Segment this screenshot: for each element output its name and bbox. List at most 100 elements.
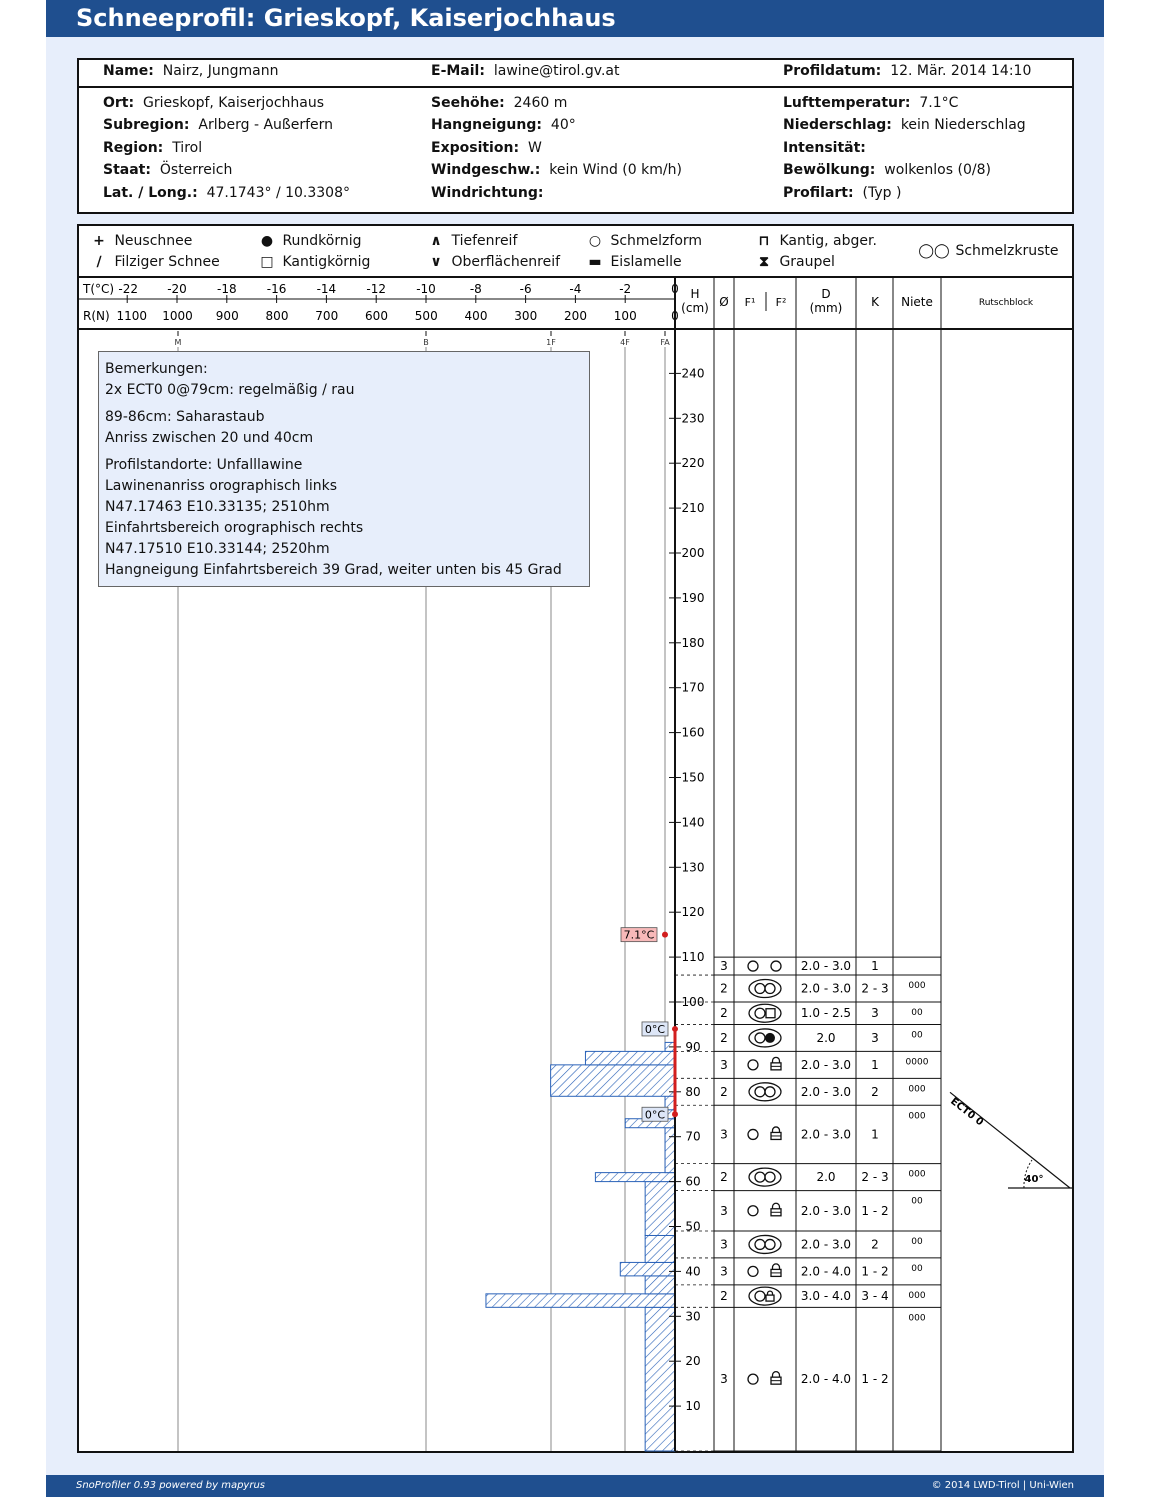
hardness-label: FA [660, 338, 670, 347]
exposition-row: Exposition: W [431, 140, 542, 156]
lock-grain-shackle [771, 1202, 781, 1209]
layer-diameter: 3 [720, 1264, 728, 1278]
layer-grain-size: 2.0 - 3.0 [801, 1058, 851, 1072]
rutschblock-angle-arc [1023, 1159, 1033, 1189]
layer-grain-size: 2.0 - 3.0 [801, 982, 851, 996]
bar-icon: ▬ [588, 254, 602, 270]
ram-tick-label: 400 [465, 309, 488, 323]
lock-grain-shackle [771, 1263, 781, 1270]
temp-point-dot [672, 1111, 678, 1118]
header-divider [79, 86, 1072, 88]
ort-label: Ort: [103, 95, 135, 111]
melt-crust-filled-circle [765, 1032, 775, 1043]
height-tick-label: 150 [682, 771, 705, 785]
layer-niete: 000 [908, 1084, 925, 1094]
height-tick-label: 50 [685, 1220, 700, 1234]
ram-profile-segment [485, 1293, 676, 1308]
height-tick-label: 140 [682, 815, 705, 829]
seehoehe-row: Seehöhe: 2460 m [431, 95, 567, 111]
remarks-panel: Bemerkungen: 2x ECT0 0@79cm: regelmäßig … [98, 351, 590, 587]
layer-grain-size: 2.0 - 4.0 [801, 1264, 851, 1278]
height-tick-label: 40 [685, 1264, 700, 1278]
circle-grain-icon [747, 1373, 759, 1385]
double-circle-icon: ◯◯ [918, 243, 950, 259]
height-tick-label: 220 [682, 456, 705, 470]
layer-diameter: 2 [720, 1006, 728, 1020]
layer-hardness: 3 - 4 [861, 1289, 888, 1303]
subregion-row: Subregion: Arlberg - Außerfern [103, 117, 333, 133]
height-tick-label: 30 [685, 1309, 700, 1323]
melt-crust-right-circle [764, 1171, 776, 1183]
layer-grain-size: 2.0 - 3.0 [801, 1127, 851, 1141]
legend-eislamelle-label: Eislamelle [610, 254, 682, 270]
height-tick-label: 180 [682, 636, 705, 650]
hangneigung-row: Hangneigung: 40° [431, 117, 576, 133]
temp-tick-label: -8 [470, 282, 482, 296]
lufttemp-row: Lufttemperatur: 7.1°C [783, 95, 958, 111]
hardness-label: B [423, 338, 429, 347]
ram-profile-segment [550, 1064, 676, 1097]
legend-oberflaechenreif-label: Oberflächenreif [451, 254, 561, 270]
layer-hardness: 1 - 2 [861, 1264, 888, 1278]
layer-grain-size: 2.0 [816, 1170, 835, 1184]
height-tick-label: 80 [685, 1085, 700, 1099]
height-tick-label: 20 [685, 1354, 700, 1368]
rutschblock-slope-line [949, 1091, 1071, 1189]
layer-grain-size: 2.0 - 3.0 [801, 1085, 851, 1099]
height-tick-label: 120 [682, 905, 705, 919]
remarks-line: 2x ECT0 0@79cm: regelmäßig / rau [105, 382, 355, 398]
lufttemp-label: Lufttemperatur: [783, 95, 911, 111]
caret-down-icon: ∨ [430, 254, 442, 270]
footer-credit: SnoProfiler 0.93 powered by mapyrus [76, 1480, 266, 1491]
legend-rundkoernig: ● Rundkörnig [256, 233, 362, 249]
melt-crust-right-circle [764, 982, 776, 995]
height-tick-label: 190 [682, 591, 705, 605]
lock-grain-shackle [771, 1056, 781, 1063]
legend-schmelzkruste-label: Schmelzkruste [955, 243, 1059, 259]
windrichtung-label: Windrichtung: [431, 185, 544, 201]
remarks-line: N47.17463 E10.33135; 2510hm [105, 499, 330, 515]
diameter-header: Ø [719, 295, 728, 309]
layer-diameter: 3 [720, 1237, 728, 1251]
latlong-value: 47.1743° / 10.3308° [206, 185, 350, 201]
layer-hardness: 1 [871, 959, 879, 973]
height-tick-label: 170 [682, 681, 705, 695]
circle-grain-icon [770, 960, 782, 972]
ram-profile-segment [594, 1172, 676, 1183]
melt-crust-lock [765, 1294, 775, 1302]
height-tick-label: 160 [682, 726, 705, 740]
niederschlag-label: Niederschlag: [783, 117, 892, 133]
remarks-line: Einfahrtsbereich orographisch rechts [105, 520, 364, 536]
remarks-line: Lawinenanriss orographisch links [105, 478, 338, 494]
email-value[interactable]: lawine@tirol.gv.at [493, 63, 620, 79]
hangneigung-label: Hangneigung: [431, 117, 542, 133]
latlong-row: Lat. / Long.: 47.1743° / 10.3308° [103, 185, 350, 201]
circle-grain-icon [747, 1205, 759, 1217]
layer-hardness: 3 [871, 1031, 879, 1045]
legend-tiefenreif: ∧ Tiefenreif [425, 233, 517, 249]
layer-niete: 00 [911, 1008, 923, 1018]
bewoelkung-value: wolkenlos (0/8) [884, 162, 991, 178]
ram-tick-label: 900 [216, 309, 239, 323]
layer-diameter: 3 [720, 1127, 728, 1141]
legend-kantig-abger: ⊓ Kantig, abger. [753, 233, 876, 249]
lufttemp-value: 7.1°C [919, 95, 959, 111]
niederschlag-value: kein Niederschlag [900, 117, 1026, 133]
ram-axis-label: R(N) [83, 309, 110, 323]
legend-neuschnee: + Neuschnee [88, 233, 192, 249]
layer-niete: 000 [908, 1170, 925, 1180]
temp-tick-label: -16 [267, 282, 287, 296]
layer-grain-size: 3.0 - 4.0 [801, 1289, 851, 1303]
melt-crust-outline-icon [748, 1003, 782, 1023]
temp-point-badge [641, 1106, 669, 1122]
email-label: E-Mail: [431, 63, 485, 79]
melt-crust-left-circle [754, 1290, 766, 1302]
hardness-label: M [175, 338, 182, 347]
temp-point-label: 0°C [645, 1108, 665, 1121]
layer-niete: 000 [908, 1291, 925, 1301]
ram-profile-segment [644, 1275, 676, 1295]
profilart-value: (Typ ) [862, 185, 902, 201]
name-label: Name: [103, 63, 154, 79]
